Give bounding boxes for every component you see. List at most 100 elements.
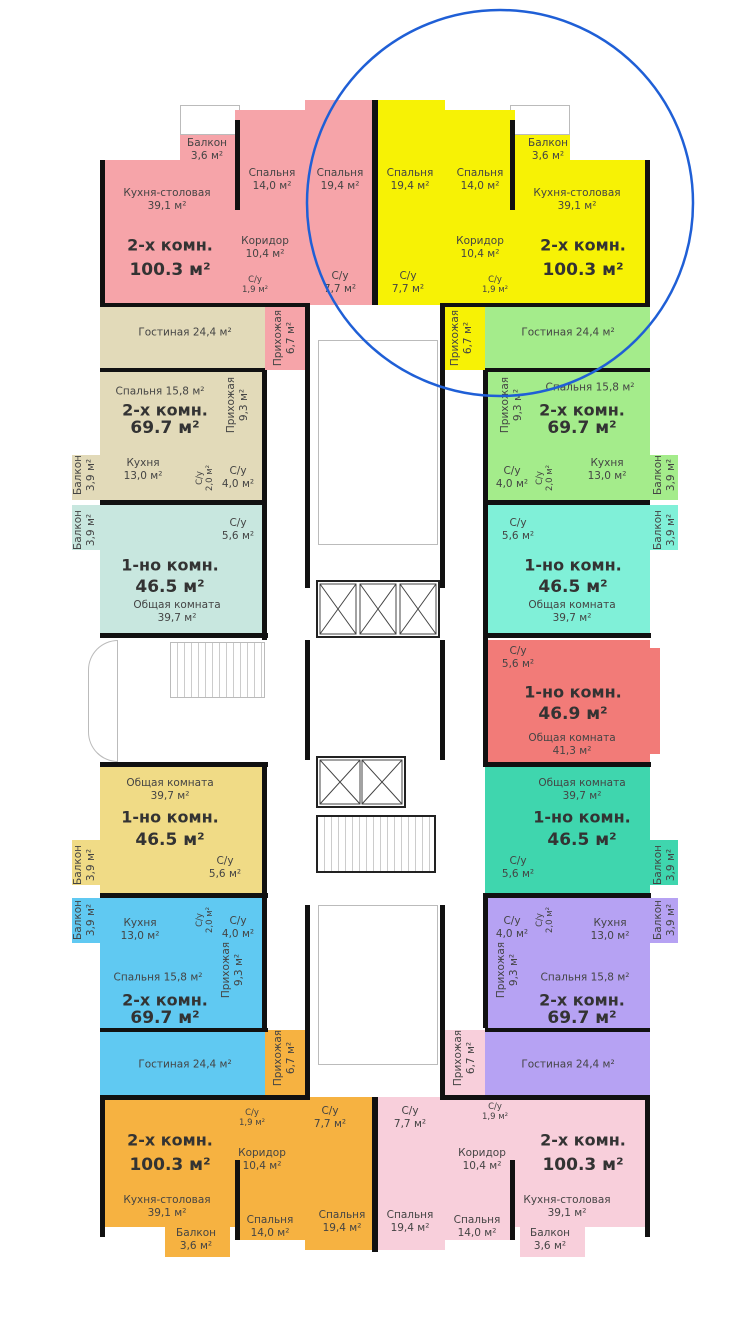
room-area: 1,9 м²: [481, 1112, 509, 1122]
room-name: Коридор: [238, 1147, 286, 1159]
room-name: Гостиная: [138, 1058, 190, 1071]
room-area: 1,9 м²: [481, 285, 509, 295]
room-name: Коридор: [241, 235, 289, 247]
room-name: Балкон: [528, 137, 568, 149]
elevator-icon: [319, 583, 357, 635]
apartment-type[interactable]: 2-х комн.: [540, 1130, 626, 1150]
room-name: Спальня: [318, 1209, 366, 1221]
apartment-type[interactable]: 2-х комн.: [539, 400, 625, 420]
wall: [100, 893, 268, 898]
room-area: 39,7 м²: [552, 612, 592, 624]
apartment-7-area: [640, 648, 660, 754]
room-label: Гостиная 24,4 м²: [138, 1059, 231, 1072]
wall: [483, 898, 488, 1028]
room-area: 3,6 м²: [179, 1240, 213, 1252]
apartment-type[interactable]: 2-х комн.: [539, 990, 625, 1010]
apartment-type[interactable]: 2-х комн.: [122, 990, 208, 1010]
apartment-type[interactable]: 2-х комн.: [122, 400, 208, 420]
apartment-type[interactable]: 1-но комн.: [524, 682, 622, 702]
room-name: Общая комната: [528, 732, 616, 744]
apartment-type[interactable]: 1-но комн.: [121, 807, 219, 827]
room-area: 19,4 м²: [320, 180, 360, 192]
apartment-type[interactable]: 2-х комн.: [127, 1130, 213, 1150]
wall: [100, 633, 268, 638]
room-area: 24,4 м²: [192, 326, 232, 339]
room-area: 1,9 м²: [238, 1118, 266, 1128]
room-area: 24,4 м²: [192, 1058, 232, 1071]
wall: [100, 303, 310, 307]
room-name: С/у: [229, 465, 247, 477]
room-name: Гостиная: [521, 1058, 573, 1071]
room-name: С/у: [509, 645, 527, 657]
apartment-type[interactable]: 1-но комн.: [533, 807, 631, 827]
room-area: 10,4 м²: [245, 248, 285, 260]
room-area: 14,0 м²: [460, 180, 500, 192]
apartment-type[interactable]: 1-но комн.: [524, 555, 622, 575]
stair-core-left: [170, 642, 265, 698]
apartment-4-area: [650, 455, 678, 500]
apartment-total-area: 69.7 м²: [547, 1008, 617, 1028]
room-name: Спальня: [540, 971, 588, 984]
room-area: 14,0 м²: [250, 1227, 290, 1239]
room-name: С/у: [331, 270, 349, 282]
room-label: Гостиная 24,4 м²: [521, 327, 614, 340]
apartment-2-area: [515, 135, 570, 160]
apartment-total-area: 100.3 м²: [129, 260, 211, 280]
room-name: Балкон: [530, 1227, 570, 1239]
room-area: 5,6 м²: [501, 658, 535, 670]
room-area: 5,6 м²: [501, 868, 535, 880]
room-name: Кухня: [123, 917, 157, 929]
room-area: 14,0 м²: [457, 1227, 497, 1239]
room-name: Гостиная: [521, 326, 573, 339]
room-area: 5,6 м²: [208, 868, 242, 880]
wall: [485, 368, 650, 372]
wall: [262, 762, 267, 897]
room-name: Кухня-столовая: [123, 1194, 211, 1206]
room-name: Кухня: [593, 917, 627, 929]
room-name: С/у: [503, 915, 521, 927]
room-name: Коридор: [456, 235, 504, 247]
apartment-2-area: [375, 100, 445, 110]
room-name: С/у: [401, 1105, 419, 1117]
room-area: 4,0 м²: [221, 478, 255, 490]
room-name: Спальня: [545, 381, 593, 394]
apartment-10-area: [100, 1030, 265, 1095]
room-name: Общая комната: [538, 777, 626, 789]
room-area: 10,4 м²: [460, 248, 500, 260]
wall: [510, 120, 515, 210]
room-area: 39,7 м²: [157, 612, 197, 624]
apartment-11-area: [485, 898, 650, 1028]
apartment-type[interactable]: 2-х комн.: [127, 235, 213, 255]
apartment-type[interactable]: 1-но комн.: [121, 555, 219, 575]
apartment-type[interactable]: 2-х комн.: [540, 235, 626, 255]
wall: [305, 640, 310, 760]
highlight-circle: [305, 8, 695, 398]
apartment-12-area: [305, 1240, 375, 1250]
apartment-total-area: 69.7 м²: [130, 1008, 200, 1028]
room-name: С/у: [509, 855, 527, 867]
wall: [100, 1028, 268, 1032]
wall: [262, 898, 267, 1028]
room-name: Спальня: [453, 1214, 501, 1226]
room-label: Спальня 15,8 м²: [541, 972, 630, 985]
apartment-12-area: [265, 1030, 305, 1097]
room-area: 24,4 м²: [575, 1058, 615, 1071]
room-area: 4,0 м²: [495, 478, 529, 490]
